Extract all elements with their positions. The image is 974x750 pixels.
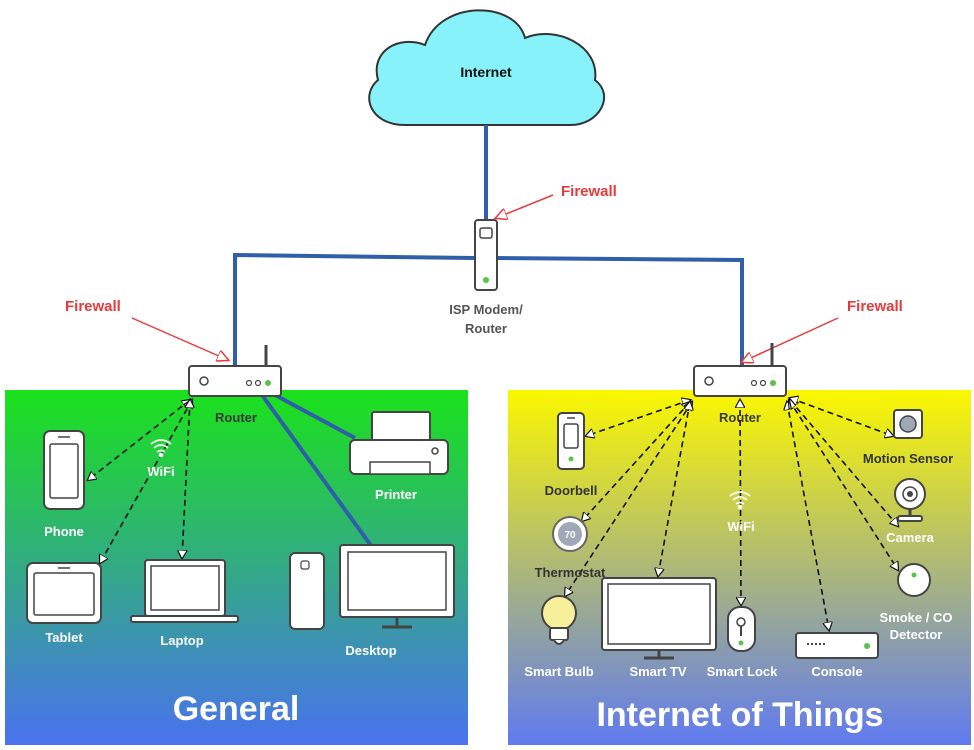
laptop-device — [130, 559, 239, 623]
thermostat-value: 70 — [564, 530, 576, 541]
wifi-link-laptop — [182, 400, 190, 558]
smoke-detector-device — [897, 563, 931, 597]
console-label: Console — [811, 664, 862, 679]
general-router — [188, 345, 282, 397]
printer-label: Printer — [375, 487, 417, 502]
firewall-arrow-left — [131, 317, 228, 360]
general-router-label: Router — [215, 410, 257, 425]
general-zone-title: General — [173, 690, 300, 728]
wifi-link-camera — [790, 400, 898, 526]
motion-sensor-device — [893, 409, 923, 439]
phone-device — [43, 430, 85, 510]
smart-tv-label: Smart TV — [629, 664, 686, 679]
doorbell-label: Doorbell — [545, 483, 598, 498]
thermostat-label: Thermostat — [535, 565, 606, 580]
doorbell-device — [557, 412, 585, 470]
firewall-label-right: Firewall — [847, 298, 903, 315]
internet-label: Internet — [460, 64, 512, 80]
camera-label: Camera — [886, 530, 934, 545]
iot-zone-title: Internet of Things — [596, 696, 883, 734]
wifi-link-smart-bulb — [565, 402, 692, 596]
iot-wifi-label: WiFi — [727, 519, 754, 534]
iot-wifi-icon — [729, 491, 751, 510]
desktop-label: Desktop — [345, 643, 396, 658]
general-wifi-label: WiFi — [147, 464, 174, 479]
smart-bulb-label: Smart Bulb — [524, 664, 593, 679]
thermostat-device: 70 — [552, 516, 588, 552]
laptop-label: Laptop — [160, 633, 203, 648]
smart-tv-device — [601, 577, 717, 660]
link-isp-routers — [233, 252, 744, 368]
firewall-label-top: Firewall — [561, 183, 617, 200]
isp-modem — [474, 219, 498, 291]
smart-lock-label: Smart Lock — [707, 664, 779, 679]
iot-router — [693, 343, 787, 397]
internet-cloud: Internet — [368, 9, 606, 126]
firewall-arrow-right — [742, 317, 839, 362]
smoke-detector-label-line1: Smoke / CO — [880, 610, 953, 625]
smart-bulb-device — [541, 595, 577, 645]
smoke-detector-label-line2: Detector — [890, 627, 943, 642]
wifi-link-tablet — [100, 400, 192, 563]
isp-label-line1: ISP Modem/ — [449, 302, 523, 317]
wifi-link-motion-sensor — [790, 398, 893, 436]
link-router-desktop — [260, 393, 374, 549]
firewall-label-left: Firewall — [65, 298, 121, 315]
printer-device — [349, 411, 449, 475]
phone-label: Phone — [44, 524, 84, 539]
tablet-label: Tablet — [45, 630, 83, 645]
camera-device — [894, 478, 926, 522]
firewall-arrow-top — [496, 194, 554, 218]
general-wifi-icon — [150, 439, 172, 458]
motion-sensor-label: Motion Sensor — [863, 451, 953, 466]
tablet-device — [26, 562, 102, 624]
desktop-device — [289, 544, 455, 630]
smart-lock-device — [727, 606, 756, 652]
link-router-printer — [274, 393, 356, 440]
isp-label-line2: Router — [465, 321, 507, 336]
console-device — [795, 632, 879, 659]
